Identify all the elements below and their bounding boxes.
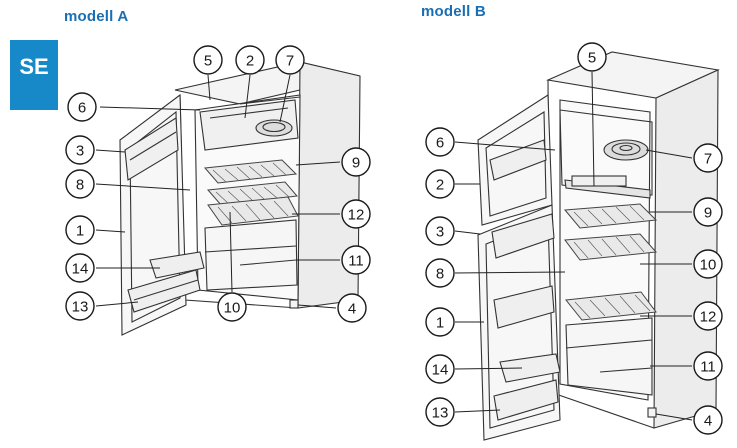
svg-text:8: 8 [76,177,84,194]
svg-text:1: 1 [436,315,444,332]
svg-text:11: 11 [700,359,716,376]
model-b-callout-12: 12 [693,301,723,331]
language-label: SE [19,54,49,79]
svg-text:13: 13 [432,405,449,422]
svg-text:6: 6 [78,100,86,117]
model-a-fridge-drawing [119,61,361,336]
svg-text:12: 12 [348,207,365,224]
model-b-callout-6: 6 [425,127,455,157]
svg-text:6: 6 [436,135,444,152]
model-a-callout-5: 5 [193,45,223,75]
svg-text:2: 2 [436,177,444,194]
svg-text:9: 9 [352,155,360,172]
model-b-callout-14: 14 [425,354,455,384]
model-b-callout-2: 2 [425,169,455,199]
svg-text:7: 7 [704,151,712,168]
model-a-leader-lines [95,74,341,309]
svg-text:5: 5 [204,53,212,70]
svg-text:11: 11 [348,253,364,270]
model-b-callout-11: 11 [693,351,723,381]
model-a-callout-11: 11 [341,245,371,275]
model-b-callout-3: 3 [425,216,455,246]
svg-text:14: 14 [72,261,89,278]
svg-text:13: 13 [72,299,89,316]
model-b-callout-10: 10 [693,249,723,279]
svg-text:10: 10 [700,257,717,274]
svg-text:14: 14 [432,362,449,379]
svg-text:1: 1 [76,223,84,240]
model-b-title: modell B [421,3,486,20]
model-a-callout-7: 7 [275,45,305,75]
svg-text:12: 12 [700,309,717,326]
model-a-callout-3: 3 [65,135,95,165]
model-a-title: modell A [64,8,129,25]
model-b-callout-8: 8 [425,258,455,288]
svg-text:7: 7 [286,53,294,70]
model-a-callout-12: 12 [341,199,371,229]
model-a-callout-4: 4 [337,293,367,323]
model-a-callout-14: 14 [65,253,95,283]
model-b-callout-7: 7 [693,143,723,173]
model-a-callout-9: 9 [341,147,371,177]
model-b-callout-5: 5 [577,42,607,72]
svg-text:3: 3 [76,143,84,160]
svg-text:4: 4 [348,301,356,318]
model-a-callout-1: 1 [65,215,95,245]
model-a-callout-10: 10 [217,292,247,322]
svg-text:2: 2 [246,53,254,70]
language-tab: SE [10,40,58,110]
model-b-fridge-drawing [477,51,720,441]
svg-text:3: 3 [436,224,444,241]
model-a-callout-8: 8 [65,169,95,199]
model-a-callout-13: 13 [65,291,95,321]
model-b-leader-lines [454,71,693,421]
model-b-callout-4: 4 [693,405,723,435]
svg-text:5: 5 [588,50,596,67]
model-a-callout-6: 6 [67,92,97,122]
model-b-callout-13: 13 [425,397,455,427]
svg-text:4: 4 [704,413,712,430]
model-b-callout-9: 9 [693,197,723,227]
svg-text:9: 9 [704,205,712,222]
svg-text:8: 8 [436,266,444,283]
model-b-callout-1: 1 [425,307,455,337]
svg-text:10: 10 [224,300,241,317]
model-a-callout-2: 2 [235,45,265,75]
